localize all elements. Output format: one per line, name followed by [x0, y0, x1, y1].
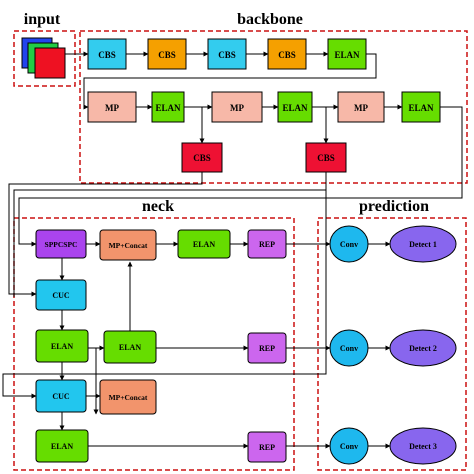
cbs-block-1: CBS — [87, 38, 127, 70]
elan-block-neck-mid: ELAN — [103, 330, 157, 364]
svg-text:ELAN: ELAN — [119, 343, 141, 352]
conv-node-1: Conv — [329, 225, 369, 263]
svg-text:CBS: CBS — [98, 50, 116, 60]
svg-text:MP+Concat: MP+Concat — [109, 241, 148, 250]
rep-block-mid: REP — [247, 332, 287, 364]
svg-text:MP: MP — [230, 103, 244, 113]
conv-node-3: Conv — [329, 427, 369, 465]
cbs-block-2: CBS — [147, 38, 187, 70]
svg-text:Detect 2: Detect 2 — [409, 344, 437, 353]
mp-block-3: MP — [337, 91, 385, 123]
svg-text:ELAN: ELAN — [408, 103, 434, 113]
cuc-block-2: CUC — [35, 379, 87, 413]
svg-text:CBS: CBS — [158, 50, 176, 60]
detect-node-2: Detect 2 — [389, 329, 457, 367]
mp-block-1: MP — [87, 91, 137, 123]
backbone-connectors — [2, 51, 463, 399]
elan-block-backbone-1: ELAN — [327, 38, 367, 70]
detect-node-3: Detect 3 — [389, 427, 457, 465]
elan-block-neck-top: ELAN — [177, 229, 231, 259]
elan-block-neck-left-1: ELAN — [35, 329, 89, 363]
input-frame — [13, 30, 76, 87]
backbone-frame — [79, 30, 468, 184]
svg-text:SPPCSPC: SPPCSPC — [45, 240, 78, 249]
prediction-title: prediction — [359, 198, 429, 215]
svg-text:ELAN: ELAN — [51, 342, 73, 351]
mp-block-2: MP — [211, 91, 263, 123]
sppcspc-block: SPPCSPC — [35, 229, 87, 259]
svg-text:ELAN: ELAN — [334, 50, 360, 60]
elan-block-backbone-2: ELAN — [151, 91, 185, 123]
svg-text:ELAN: ELAN — [51, 442, 73, 451]
input-image-icon — [21, 37, 66, 79]
svg-text:CBS: CBS — [218, 50, 236, 60]
svg-text:CUC: CUC — [52, 392, 70, 401]
cbs-red-block-1: CBS — [181, 142, 223, 173]
svg-text:MP+Concat: MP+Concat — [109, 393, 148, 402]
svg-text:CBS: CBS — [317, 153, 335, 163]
svg-text:Conv: Conv — [340, 344, 358, 353]
svg-text:REP: REP — [259, 443, 275, 452]
rep-block-top: REP — [247, 229, 287, 259]
neck-frame — [13, 217, 295, 471]
cbs-block-4: CBS — [267, 38, 307, 70]
svg-text:ELAN: ELAN — [193, 240, 215, 249]
prediction-frame — [317, 217, 467, 471]
mp-concat-block-bottom: MP+Concat — [99, 379, 157, 415]
backbone-title: backbone — [237, 11, 303, 28]
svg-text:ELAN: ELAN — [282, 103, 308, 113]
input-title: input — [24, 11, 61, 28]
svg-text:MP: MP — [105, 103, 119, 113]
neck-connectors — [59, 241, 391, 449]
svg-text:MP: MP — [354, 103, 368, 113]
svg-text:Conv: Conv — [340, 240, 358, 249]
svg-text:REP: REP — [259, 344, 275, 353]
rep-block-bottom: REP — [247, 431, 287, 463]
svg-text:CBS: CBS — [278, 50, 296, 60]
elan-block-backbone-3: ELAN — [277, 91, 313, 123]
elan-block-backbone-4: ELAN — [401, 91, 441, 123]
cuc-block-1: CUC — [35, 279, 87, 311]
neck-title: neck — [142, 198, 174, 215]
elan-block-neck-left-2: ELAN — [35, 429, 89, 463]
cbs-block-3: CBS — [207, 38, 247, 70]
svg-text:Detect 3: Detect 3 — [409, 442, 437, 451]
svg-text:ELAN: ELAN — [155, 103, 181, 113]
conv-node-2: Conv — [329, 329, 369, 367]
svg-text:CBS: CBS — [193, 153, 211, 163]
detect-node-1: Detect 1 — [389, 225, 457, 263]
svg-text:Conv: Conv — [340, 442, 358, 451]
cbs-red-block-2: CBS — [305, 142, 347, 173]
svg-text:Detect 1: Detect 1 — [409, 240, 437, 249]
svg-text:CUC: CUC — [52, 291, 70, 300]
mp-concat-block-top: MP+Concat — [99, 229, 157, 261]
svg-text:REP: REP — [259, 240, 275, 249]
